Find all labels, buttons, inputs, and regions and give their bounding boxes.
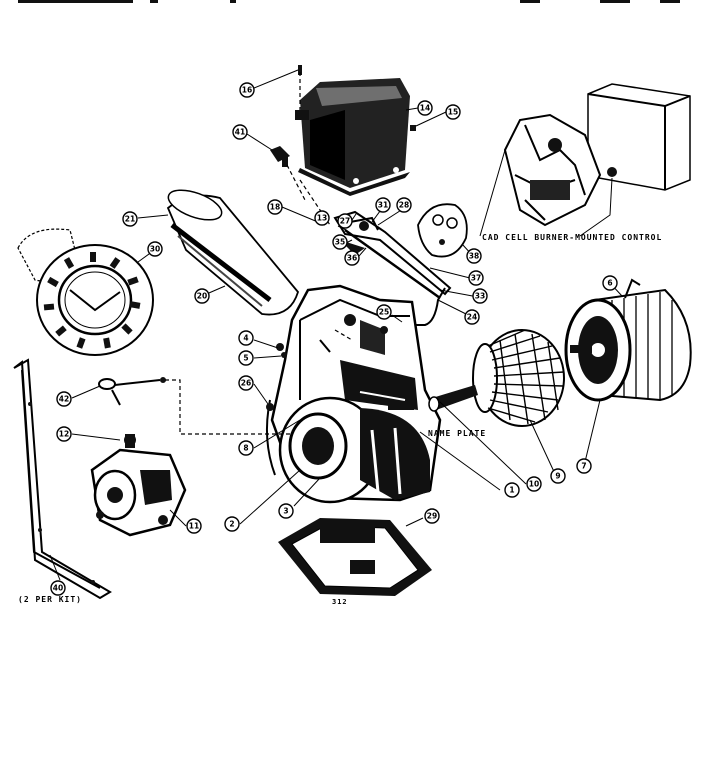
callout-5: 5 [238,350,254,366]
svg-text:42: 42 [59,395,69,404]
callout-4: 4 [238,330,254,346]
callout-26: 26 [238,375,254,391]
callout-33: 33 [472,288,488,304]
svg-text:29: 29 [427,512,437,521]
callout-24: 24 [464,309,480,325]
bottom-mark-label: 312 [332,598,348,606]
callout-36: 36 [344,250,360,266]
callout-29: 29 [424,508,440,524]
svg-text:5: 5 [243,354,248,363]
callout-16: 16 [239,82,255,98]
transformer-housing [295,78,410,196]
callout-35: 35 [332,234,348,250]
svg-text:14: 14 [420,104,430,113]
callout-13: 13 [314,210,330,226]
callout-12: 12 [56,426,72,442]
svg-text:21: 21 [125,215,135,224]
callout-45: 45 [59,395,69,404]
svg-text:18: 18 [270,203,280,212]
svg-text:40: 40 [53,584,63,593]
callout-10: 10 [526,476,542,492]
callout-14: 14 [417,100,433,116]
base-pan [278,518,432,596]
callout-31: 31 [375,197,391,213]
svg-text:16: 16 [242,86,252,95]
callout-27: 27 [337,213,353,229]
callout-11: 11 [186,518,202,534]
svg-text:41: 41 [235,128,245,137]
callout-25: 25 [376,304,392,320]
burner-housing [266,284,442,504]
callout-42: 42 [56,391,72,407]
callout-18: 18 [267,199,283,215]
svg-text:2: 2 [229,520,234,529]
svg-text:12: 12 [59,430,69,439]
svg-text:30: 30 [150,245,160,254]
svg-text:31: 31 [378,201,388,210]
svg-text:38: 38 [469,252,479,261]
svg-text:27: 27 [340,217,350,226]
callout-21: 21 [122,211,138,227]
svg-text:1: 1 [509,486,514,495]
svg-text:9: 9 [555,472,560,481]
fuel-pump [90,434,187,537]
svg-text:33: 33 [475,292,485,301]
callout-9: 9 [550,468,566,484]
motor [564,278,692,402]
svg-text:15: 15 [448,108,458,117]
svg-text:6: 6 [607,279,612,288]
top-edge-marks [18,0,680,3]
hardware-parts [266,65,416,411]
adapter-plate [417,203,468,258]
blower-wheel [472,329,565,427]
callout-3: 3 [278,503,294,519]
callout-6: 6 [602,275,618,291]
svg-text:3: 3 [283,507,288,516]
callout-15: 15 [445,104,461,120]
svg-text:35: 35 [335,238,345,247]
svg-text:25: 25 [379,308,389,317]
svg-text:37: 37 [471,274,481,283]
svg-text:7: 7 [581,462,586,471]
svg-text:4: 4 [243,334,248,343]
svg-text:10: 10 [529,480,539,489]
svg-text:20: 20 [197,292,207,301]
burner-flange [17,228,154,356]
cad-cell-label: CAD CELL BURNER-MOUNTED CONTROL [482,233,662,242]
svg-text:24: 24 [467,313,477,322]
cad-cell-bracket [503,113,617,227]
svg-text:8: 8 [243,444,248,453]
callout-2: 2 [224,516,240,532]
svg-text:13: 13 [317,214,327,223]
air-tube [166,189,300,316]
callout-20: 20 [194,288,210,304]
per-kit-label: (2 PER KIT) [18,595,82,604]
callout-7: 7 [576,458,592,474]
callout-38: 38 [466,248,482,264]
pump-cord [98,377,166,406]
callout-30: 30 [147,241,163,257]
callout-41: 41 [232,124,248,140]
cad-cell-control-box [587,83,691,191]
callout-8: 8 [238,440,254,456]
mounting-rail [13,358,112,600]
callout-1: 1 [504,482,520,498]
name-plate-label: NAME PLATE [428,429,486,438]
svg-text:11: 11 [189,522,199,531]
coupling-shaft [428,385,478,412]
callout-37: 37 [468,270,484,286]
callout-28: 28 [396,197,412,213]
svg-text:36: 36 [347,254,357,263]
callout-40: 40 [50,580,66,596]
svg-text:28: 28 [399,201,409,210]
svg-text:26: 26 [241,379,251,388]
